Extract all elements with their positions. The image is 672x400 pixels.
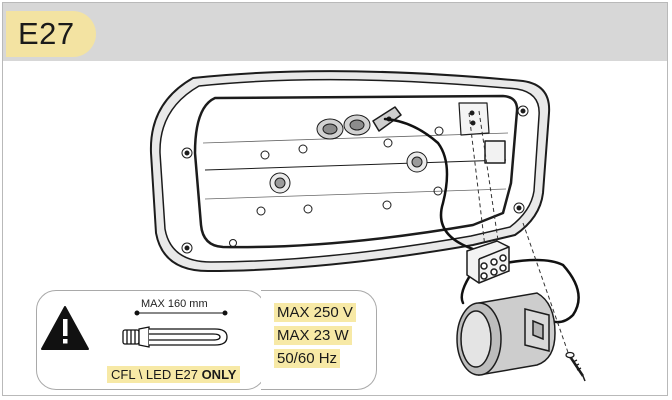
lamp-type-text: CFL \ LED E27 bbox=[111, 367, 202, 382]
assembly-guide-lines bbox=[468, 110, 572, 362]
terminal-block-icon bbox=[466, 240, 510, 284]
electrical-specs-box: MAX 250 V MAX 23 W 50/60 Hz bbox=[261, 290, 377, 390]
lamp-warning-box: MAX 160 mm CFL \ LED E27 ONLY bbox=[36, 290, 266, 390]
max-voltage-spec: MAX 250 V bbox=[274, 303, 356, 322]
warning-triangle-icon bbox=[41, 306, 89, 350]
header-bar: E27 bbox=[3, 3, 667, 61]
lamp-type-emphasis: ONLY bbox=[201, 367, 237, 382]
max-power-spec: MAX 23 W bbox=[274, 326, 352, 345]
light-fixture-housing bbox=[149, 70, 551, 272]
max-length-dimension bbox=[134, 310, 228, 316]
max-length-label: MAX 160 mm bbox=[141, 298, 208, 310]
instruction-panel: E27 bbox=[2, 2, 668, 396]
frequency-spec: 50/60 Hz bbox=[274, 349, 341, 368]
socket-type-badge: E27 bbox=[6, 11, 96, 57]
cfl-bulb-icon bbox=[122, 326, 228, 348]
lamp-type-label: CFL \ LED E27 ONLY bbox=[107, 366, 241, 383]
lamp-socket-icon bbox=[456, 292, 556, 376]
screw-icon bbox=[565, 351, 586, 382]
assembly-illustration bbox=[149, 70, 586, 382]
